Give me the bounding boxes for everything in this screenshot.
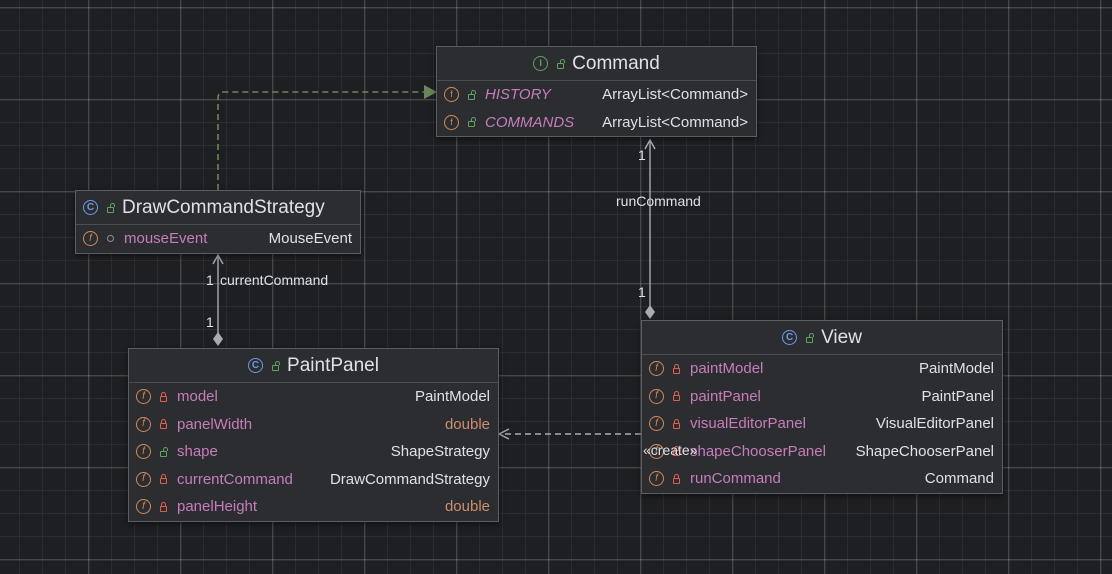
field-type: PaintModel: [918, 360, 994, 378]
node-title: DrawCommandStrategy: [122, 196, 325, 218]
field-icon: f: [649, 361, 664, 377]
class-icon: C: [782, 330, 798, 345]
field-row[interactable]: f panelHeight double: [129, 493, 498, 521]
field-name: paintPanel: [690, 387, 761, 405]
field-name: currentCommand: [177, 470, 293, 488]
field-type: ArrayList<Command>: [602, 113, 748, 131]
field-type: ShapeChooserPanel: [855, 442, 994, 460]
public-unlock-icon: [554, 57, 566, 70]
field-type: ShapeStrategy: [390, 443, 490, 461]
run-command-arrowhead: [644, 138, 656, 150]
field-icon: f: [136, 444, 151, 460]
field-type: PaintPanel: [921, 387, 994, 405]
field-name: shape: [177, 443, 218, 461]
field-type: MouseEvent: [268, 230, 352, 248]
field-name: panelHeight: [177, 498, 258, 516]
field-name: COMMANDS: [485, 113, 575, 131]
node-title: PaintPanel: [287, 354, 379, 376]
field-name: panelWidth: [177, 415, 253, 433]
field-icon: f: [136, 471, 151, 487]
field-row[interactable]: f HISTORY ArrayList<Command>: [437, 81, 756, 109]
field-type: Command: [924, 470, 994, 488]
field-icon: f: [136, 499, 151, 515]
field-row[interactable]: f paintModel PaintModel: [642, 355, 1002, 383]
node-paint-panel[interactable]: C PaintPanel f model PaintModel f panelW…: [128, 348, 499, 522]
field-name: mouseEvent: [124, 230, 208, 248]
private-lock-icon: [157, 418, 169, 431]
private-lock-icon: [157, 390, 169, 403]
field-type: PaintModel: [414, 388, 490, 406]
private-lock-icon: [670, 472, 682, 485]
run-command-label: runCommand: [616, 193, 701, 209]
package-private-icon: [104, 232, 116, 245]
current-command-label: currentCommand: [220, 272, 329, 288]
current-command-target-multiplicity: 1: [206, 314, 214, 330]
private-lock-icon: [670, 417, 682, 430]
public-unlock-icon: [803, 331, 815, 344]
node-draw-command-strategy[interactable]: C DrawCommandStrategy f mouseEvent Mouse…: [75, 190, 361, 254]
field-type: VisualEditorPanel: [875, 415, 994, 433]
field-name: HISTORY: [485, 86, 551, 104]
field-icon: f: [83, 231, 98, 247]
node-title: View: [821, 326, 862, 348]
field-icon: f: [649, 471, 664, 487]
class-icon: C: [248, 358, 264, 373]
implements-edge: [217, 91, 424, 190]
node-command[interactable]: I Command f HISTORY ArrayList<Command> f…: [436, 46, 757, 137]
static-field-icon: f: [444, 87, 459, 103]
node-title: Command: [572, 52, 660, 74]
field-name: visualEditorPanel: [690, 415, 806, 433]
create-stereotype-label: «create»: [643, 442, 698, 458]
field-icon: f: [649, 388, 664, 404]
run-command-diamond: [645, 305, 655, 319]
field-row[interactable]: f runCommand Command: [642, 465, 1002, 493]
field-row[interactable]: f model PaintModel: [129, 383, 498, 411]
private-lock-icon: [670, 362, 682, 375]
class-icon: C: [83, 200, 98, 215]
public-unlock-icon: [465, 88, 477, 101]
field-name: runCommand: [690, 470, 781, 488]
field-row[interactable]: f panelWidth double: [129, 411, 498, 439]
current-command-diamond: [213, 332, 223, 346]
node-view[interactable]: C View f paintModel PaintModel f paintPa…: [641, 320, 1003, 494]
run-command-target-multiplicity: 1: [638, 284, 646, 300]
field-row[interactable]: f COMMANDS ArrayList<Command>: [437, 109, 756, 137]
field-icon: f: [649, 416, 664, 432]
field-type: DrawCommandStrategy: [329, 470, 490, 488]
field-name: model: [177, 388, 218, 406]
public-unlock-icon: [465, 116, 477, 129]
run-command-source-multiplicity: 1: [638, 147, 646, 163]
public-unlock-icon: [269, 359, 281, 372]
field-name: paintModel: [690, 360, 764, 378]
public-unlock-icon: [104, 201, 116, 214]
field-icon: f: [136, 389, 151, 405]
field-row[interactable]: f visualEditorPanel VisualEditorPanel: [642, 410, 1002, 438]
private-lock-icon: [157, 500, 169, 513]
current-command-arrowhead: [212, 253, 224, 265]
private-lock-icon: [670, 390, 682, 403]
field-type: double: [444, 415, 490, 433]
field-row[interactable]: f currentCommand DrawCommandStrategy: [129, 466, 498, 494]
field-type: double: [444, 498, 490, 516]
private-lock-icon: [157, 473, 169, 486]
public-unlock-icon: [157, 445, 169, 458]
interface-icon: I: [533, 56, 549, 71]
private-lock-icon: [670, 445, 682, 458]
field-icon: f: [649, 443, 664, 459]
field-row[interactable]: f shape ShapeStrategy: [129, 438, 498, 466]
field-type: ArrayList<Command>: [602, 86, 748, 104]
field-row[interactable]: f shapeChooserPanel ShapeChooserPanel: [642, 438, 1002, 466]
static-field-icon: f: [444, 114, 459, 130]
field-icon: f: [136, 416, 151, 432]
create-arrowhead: [497, 428, 510, 440]
field-name: shapeChooserPanel: [690, 442, 826, 460]
current-command-source-multiplicity: 1: [206, 272, 214, 288]
field-row[interactable]: f paintPanel PaintPanel: [642, 383, 1002, 411]
field-row[interactable]: f mouseEvent MouseEvent: [76, 225, 360, 253]
